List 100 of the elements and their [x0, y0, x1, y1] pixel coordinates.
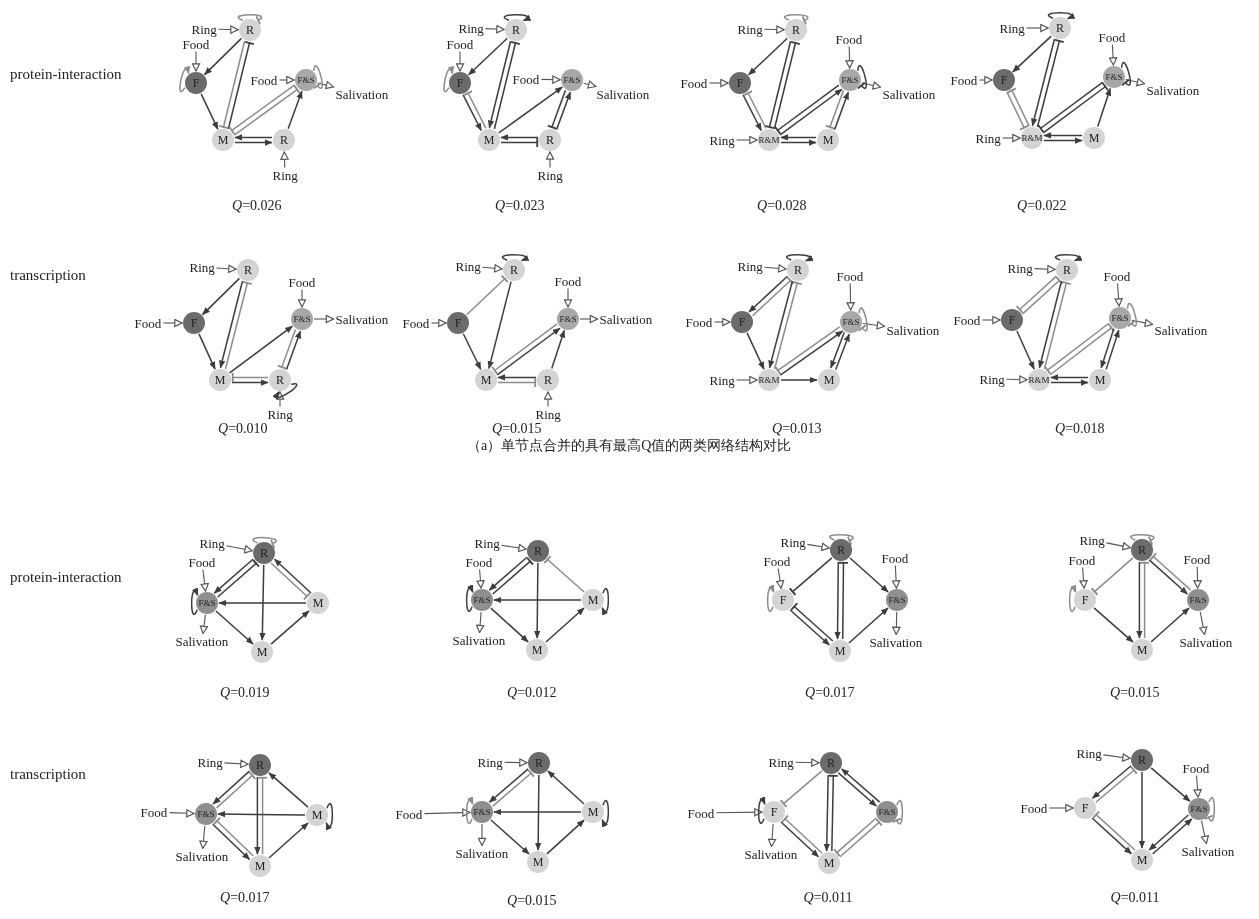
q-value: Q=0.017	[805, 684, 855, 700]
activation-arrow	[254, 776, 261, 855]
node-label: Ring	[1076, 746, 1102, 760]
input-arrow	[540, 75, 561, 84]
self-loop-arrow	[503, 13, 532, 22]
q-value: Q=0.022	[1017, 197, 1067, 213]
node-label: Ring	[477, 755, 503, 769]
activation-arrow	[488, 768, 529, 803]
activation-arrow	[219, 280, 244, 369]
activation-arrow	[234, 134, 273, 141]
activation-arrow	[780, 376, 818, 384]
activation-arrow	[848, 607, 889, 644]
input-arrow	[579, 314, 599, 324]
input-arrow	[735, 135, 758, 145]
activation-arrow	[228, 325, 294, 374]
input-arrow	[1200, 820, 1209, 845]
node-label: Ring	[535, 407, 561, 421]
activation-arrow	[1093, 607, 1134, 643]
activation-arrow	[273, 558, 312, 594]
activation-arrow	[823, 774, 830, 852]
activation-arrow	[789, 609, 831, 646]
activation-arrow	[498, 86, 563, 134]
activation-arrow	[213, 558, 254, 594]
node-circle: F&S	[886, 589, 908, 611]
input-arrow	[275, 391, 285, 408]
node-label: Ring	[197, 755, 223, 769]
node-circle: F&S	[1188, 798, 1210, 820]
input-arrow	[763, 264, 787, 273]
input-arrow	[1102, 753, 1131, 762]
node-label: Salivation	[869, 635, 923, 649]
input-arrow	[1105, 542, 1131, 551]
node-label: Food	[835, 32, 863, 46]
input-arrow	[278, 75, 295, 85]
activation-arrow	[462, 94, 482, 132]
node-circle: R	[1056, 259, 1078, 281]
self-loop-arrow	[272, 382, 298, 400]
activation-arrow	[500, 134, 539, 141]
input-arrow	[763, 25, 785, 34]
row-label: transcription	[10, 266, 86, 283]
self-loop-arrow	[325, 802, 334, 831]
q-value: Q=0.011	[803, 889, 853, 905]
node-circle: R	[820, 752, 842, 774]
activation-arrow	[545, 607, 585, 643]
activation-arrow	[1136, 561, 1143, 639]
input-arrow	[199, 825, 208, 850]
activation-arrow	[849, 557, 889, 593]
self-loop-arrow	[757, 796, 766, 824]
node-label: Salivation	[1146, 83, 1200, 97]
node-label: Salivation	[886, 323, 940, 337]
input-arrow	[313, 314, 335, 324]
node-circle: M	[818, 369, 840, 391]
activation-arrow	[830, 331, 846, 369]
activation-arrow	[488, 556, 528, 591]
input-arrow	[862, 321, 886, 330]
node-circle: M	[307, 592, 329, 614]
activation-arrow	[212, 823, 251, 861]
node-circle: M	[527, 851, 549, 873]
node-circle: M	[1083, 127, 1105, 149]
node-circle: M	[829, 640, 851, 662]
input-arrow	[806, 542, 830, 551]
activation-arrow	[201, 277, 241, 316]
node-label: Ring	[780, 535, 806, 549]
node-label: Food	[250, 73, 278, 87]
node-label: Food	[685, 315, 713, 329]
activation-arrow	[285, 330, 302, 371]
node-label: Salivation	[1181, 844, 1235, 858]
node-label: Ring	[191, 22, 217, 36]
input-arrow	[168, 809, 195, 818]
node-circle: R	[273, 129, 295, 151]
node-circle: M	[251, 641, 273, 663]
node-label: Food	[881, 551, 909, 565]
self-loop-arrow	[443, 65, 454, 93]
node-label: Ring	[709, 133, 735, 147]
input-arrow	[845, 45, 854, 69]
input-arrow	[199, 614, 209, 635]
node-label: Ring	[267, 407, 293, 421]
node-label: Food	[1020, 801, 1048, 815]
activation-arrow	[834, 333, 850, 371]
input-arrow	[545, 151, 555, 169]
activation-arrow	[493, 808, 582, 816]
activation-arrow	[1150, 767, 1191, 802]
node-label: Ring	[979, 372, 1005, 386]
node-circle: M	[817, 129, 839, 151]
input-arrow	[191, 50, 201, 72]
node-label: Ring	[709, 373, 735, 387]
activation-arrow	[497, 374, 537, 381]
input-arrow	[423, 808, 471, 817]
input-arrow	[1079, 566, 1088, 589]
activation-arrow	[833, 91, 850, 131]
activation-arrow	[215, 610, 254, 645]
node-circle: M	[1089, 369, 1111, 391]
node-circle: F&S	[295, 69, 317, 91]
input-arrow	[1005, 375, 1028, 384]
node-circle: R	[1049, 17, 1071, 39]
q-value: Q=0.019	[220, 684, 270, 700]
activation-arrow	[780, 134, 817, 141]
q-value: Q=0.012	[507, 684, 557, 700]
input-arrow	[1131, 318, 1154, 328]
node-circle: M	[306, 804, 328, 826]
input-arrow	[225, 545, 253, 554]
